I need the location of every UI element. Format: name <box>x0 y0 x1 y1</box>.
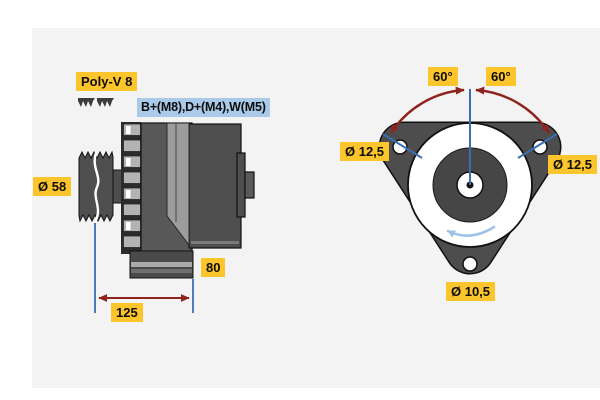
angle-arc-left <box>389 86 465 134</box>
reference-lines <box>382 89 558 185</box>
alternator-front-view <box>378 86 562 275</box>
hole-diameter-right-label: Ø 12,5 <box>548 155 598 174</box>
housing-wedge <box>166 122 190 247</box>
mount-length-label: 125 <box>111 303 143 322</box>
mounting-holes <box>392 139 548 272</box>
pulley-break-line <box>93 151 100 222</box>
dimension-125 <box>94 223 194 313</box>
terminal-connector <box>244 171 255 199</box>
pulley-diameter-label: Ø 58 <box>33 177 72 196</box>
belt-profile-icon <box>78 98 114 107</box>
hole-diameter-bottom-label: Ø 10,5 <box>446 282 496 301</box>
mounting-hole-bottom <box>462 256 478 272</box>
hole-axis-right <box>517 133 558 159</box>
cooling-fins <box>121 122 141 254</box>
angle-right-label: 60° <box>486 67 516 86</box>
belt-type-label: Poly-V 8 <box>76 72 138 91</box>
mounting-hole-left <box>392 139 408 155</box>
hole-axis-left <box>382 133 423 159</box>
foot-width-label: 80 <box>201 258 226 277</box>
terminals-label: B+(M8),D+(M4),W(M5) <box>137 98 270 117</box>
rear-end-cap <box>236 152 246 218</box>
rotation-arrow-icon <box>446 225 496 238</box>
alternator-housing <box>140 122 255 254</box>
alternator-side-view <box>78 98 255 313</box>
angle-arc-right <box>475 86 551 134</box>
angle-arcs <box>389 86 551 134</box>
angle-left-label: 60° <box>428 67 458 86</box>
mounting-hole-right <box>532 139 548 155</box>
hole-diameter-left-label: Ø 12,5 <box>340 142 390 161</box>
mounting-foot <box>129 250 194 279</box>
